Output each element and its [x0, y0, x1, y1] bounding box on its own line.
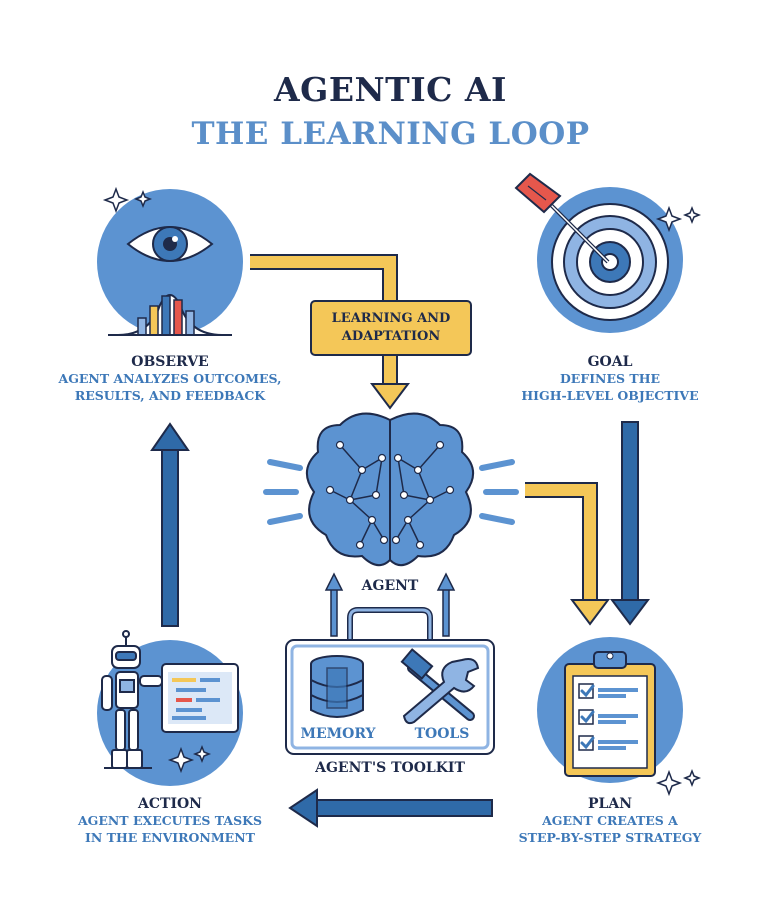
screen-icon	[161, 663, 239, 733]
hammer-wrench-icon	[400, 648, 480, 725]
action-desc-1: AGENT EXECUTES TASKS	[77, 813, 263, 828]
eye-icon	[126, 226, 214, 262]
observe-label: OBSERVE	[131, 354, 209, 370]
goal-label: GOAL	[587, 354, 633, 370]
plan-desc-2: STEP-BY-STEP STRATEGY	[518, 830, 702, 845]
learning-adaptation-line1: LEARNING AND	[331, 311, 451, 326]
sparkle-icon	[655, 768, 702, 797]
goal-label-group: GOAL DEFINES THE HIGH-LEVEL OBJECTIVE	[490, 354, 730, 404]
plan-label: PLAN	[587, 796, 633, 812]
bell-curve-chart-icon	[108, 294, 232, 336]
page-title: AGENTIC AI	[274, 70, 507, 109]
page-subtitle: THE LEARNING LOOP	[191, 116, 590, 152]
goal-illustration	[514, 172, 702, 333]
blue-arrow-plan-to-action	[288, 788, 493, 828]
observe-label-group: OBSERVE AGENT ANALYZES OUTCOMES, RESULTS…	[50, 354, 290, 404]
action-label: ACTION	[138, 796, 202, 812]
goal-desc-1: DEFINES THE	[559, 371, 661, 386]
sparkle-icon	[102, 186, 153, 214]
action-illustration	[97, 630, 243, 786]
toolkit-to-agent-arrows	[324, 572, 456, 637]
database-icon	[310, 655, 364, 718]
robot-icon	[101, 630, 163, 769]
arrow-icon	[514, 172, 610, 264]
learning-adaptation-box: LEARNING AND ADAPTATION	[310, 300, 472, 356]
blue-arrow-action-to-observe	[150, 422, 190, 627]
action-label-group: ACTION AGENT EXECUTES TASKS IN THE ENVIR…	[50, 796, 290, 846]
plan-desc-1: AGENT CREATES A	[542, 813, 678, 828]
observe-desc-1: AGENT ANALYZES OUTCOMES,	[58, 371, 282, 386]
clipboard-checklist-icon	[564, 651, 656, 777]
yellow-arrow-agent-to-plan	[525, 482, 610, 626]
sparkle-icon	[655, 205, 702, 233]
observe-desc-2: RESULTS, AND FEEDBACK	[74, 388, 266, 403]
memory-label: MEMORY	[300, 726, 376, 742]
plan-label-group: PLAN AGENT CREATES A STEP-BY-STEP STRATE…	[490, 796, 730, 846]
learning-adaptation-line2: ADAPTATION	[341, 329, 441, 344]
action-desc-2: IN THE ENVIRONMENT	[85, 830, 255, 845]
tools-label: TOOLS	[414, 726, 470, 742]
toolkit-label: AGENT'S TOOLKIT	[315, 760, 465, 776]
plan-illustration	[537, 637, 702, 797]
blue-arrow-goal-to-plan	[610, 421, 650, 626]
toolkit-case	[285, 607, 495, 755]
goal-desc-2: HIGH-LEVEL OBJECTIVE	[521, 388, 699, 403]
observe-illustration	[97, 186, 243, 336]
sparkle-icon	[167, 744, 212, 774]
brain-icon	[263, 412, 519, 567]
agent-label: AGENT	[361, 578, 419, 594]
yellow-arrow-observe-to-agent	[250, 254, 410, 410]
